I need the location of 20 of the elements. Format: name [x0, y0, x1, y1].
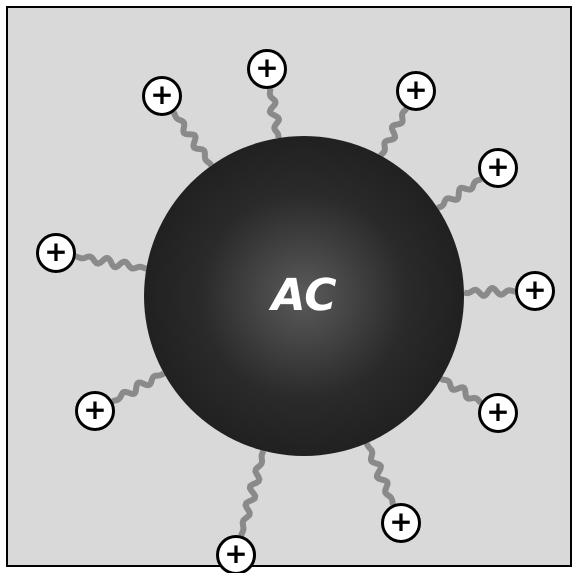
wavy-line [439, 376, 483, 406]
plus-sign: + [255, 54, 279, 82]
plus-sign: + [44, 238, 68, 266]
wavy-line [74, 254, 148, 272]
plus-sign: + [389, 508, 413, 536]
wavy-line [436, 176, 484, 211]
plus-sign: + [404, 76, 428, 104]
wavy-line [110, 370, 166, 404]
wavy-line [238, 450, 266, 537]
plus-sign: + [523, 276, 547, 304]
wavy-line [171, 110, 214, 168]
plus-sign: + [224, 540, 248, 568]
wavy-line [364, 442, 396, 506]
wavy-line [378, 106, 409, 158]
wavy-line [266, 87, 282, 140]
wavy-line [462, 284, 517, 299]
plus-sign: + [486, 398, 510, 426]
plus-sign: + [486, 153, 510, 181]
plus-sign: + [83, 396, 107, 424]
plus-sign: + [150, 81, 174, 109]
